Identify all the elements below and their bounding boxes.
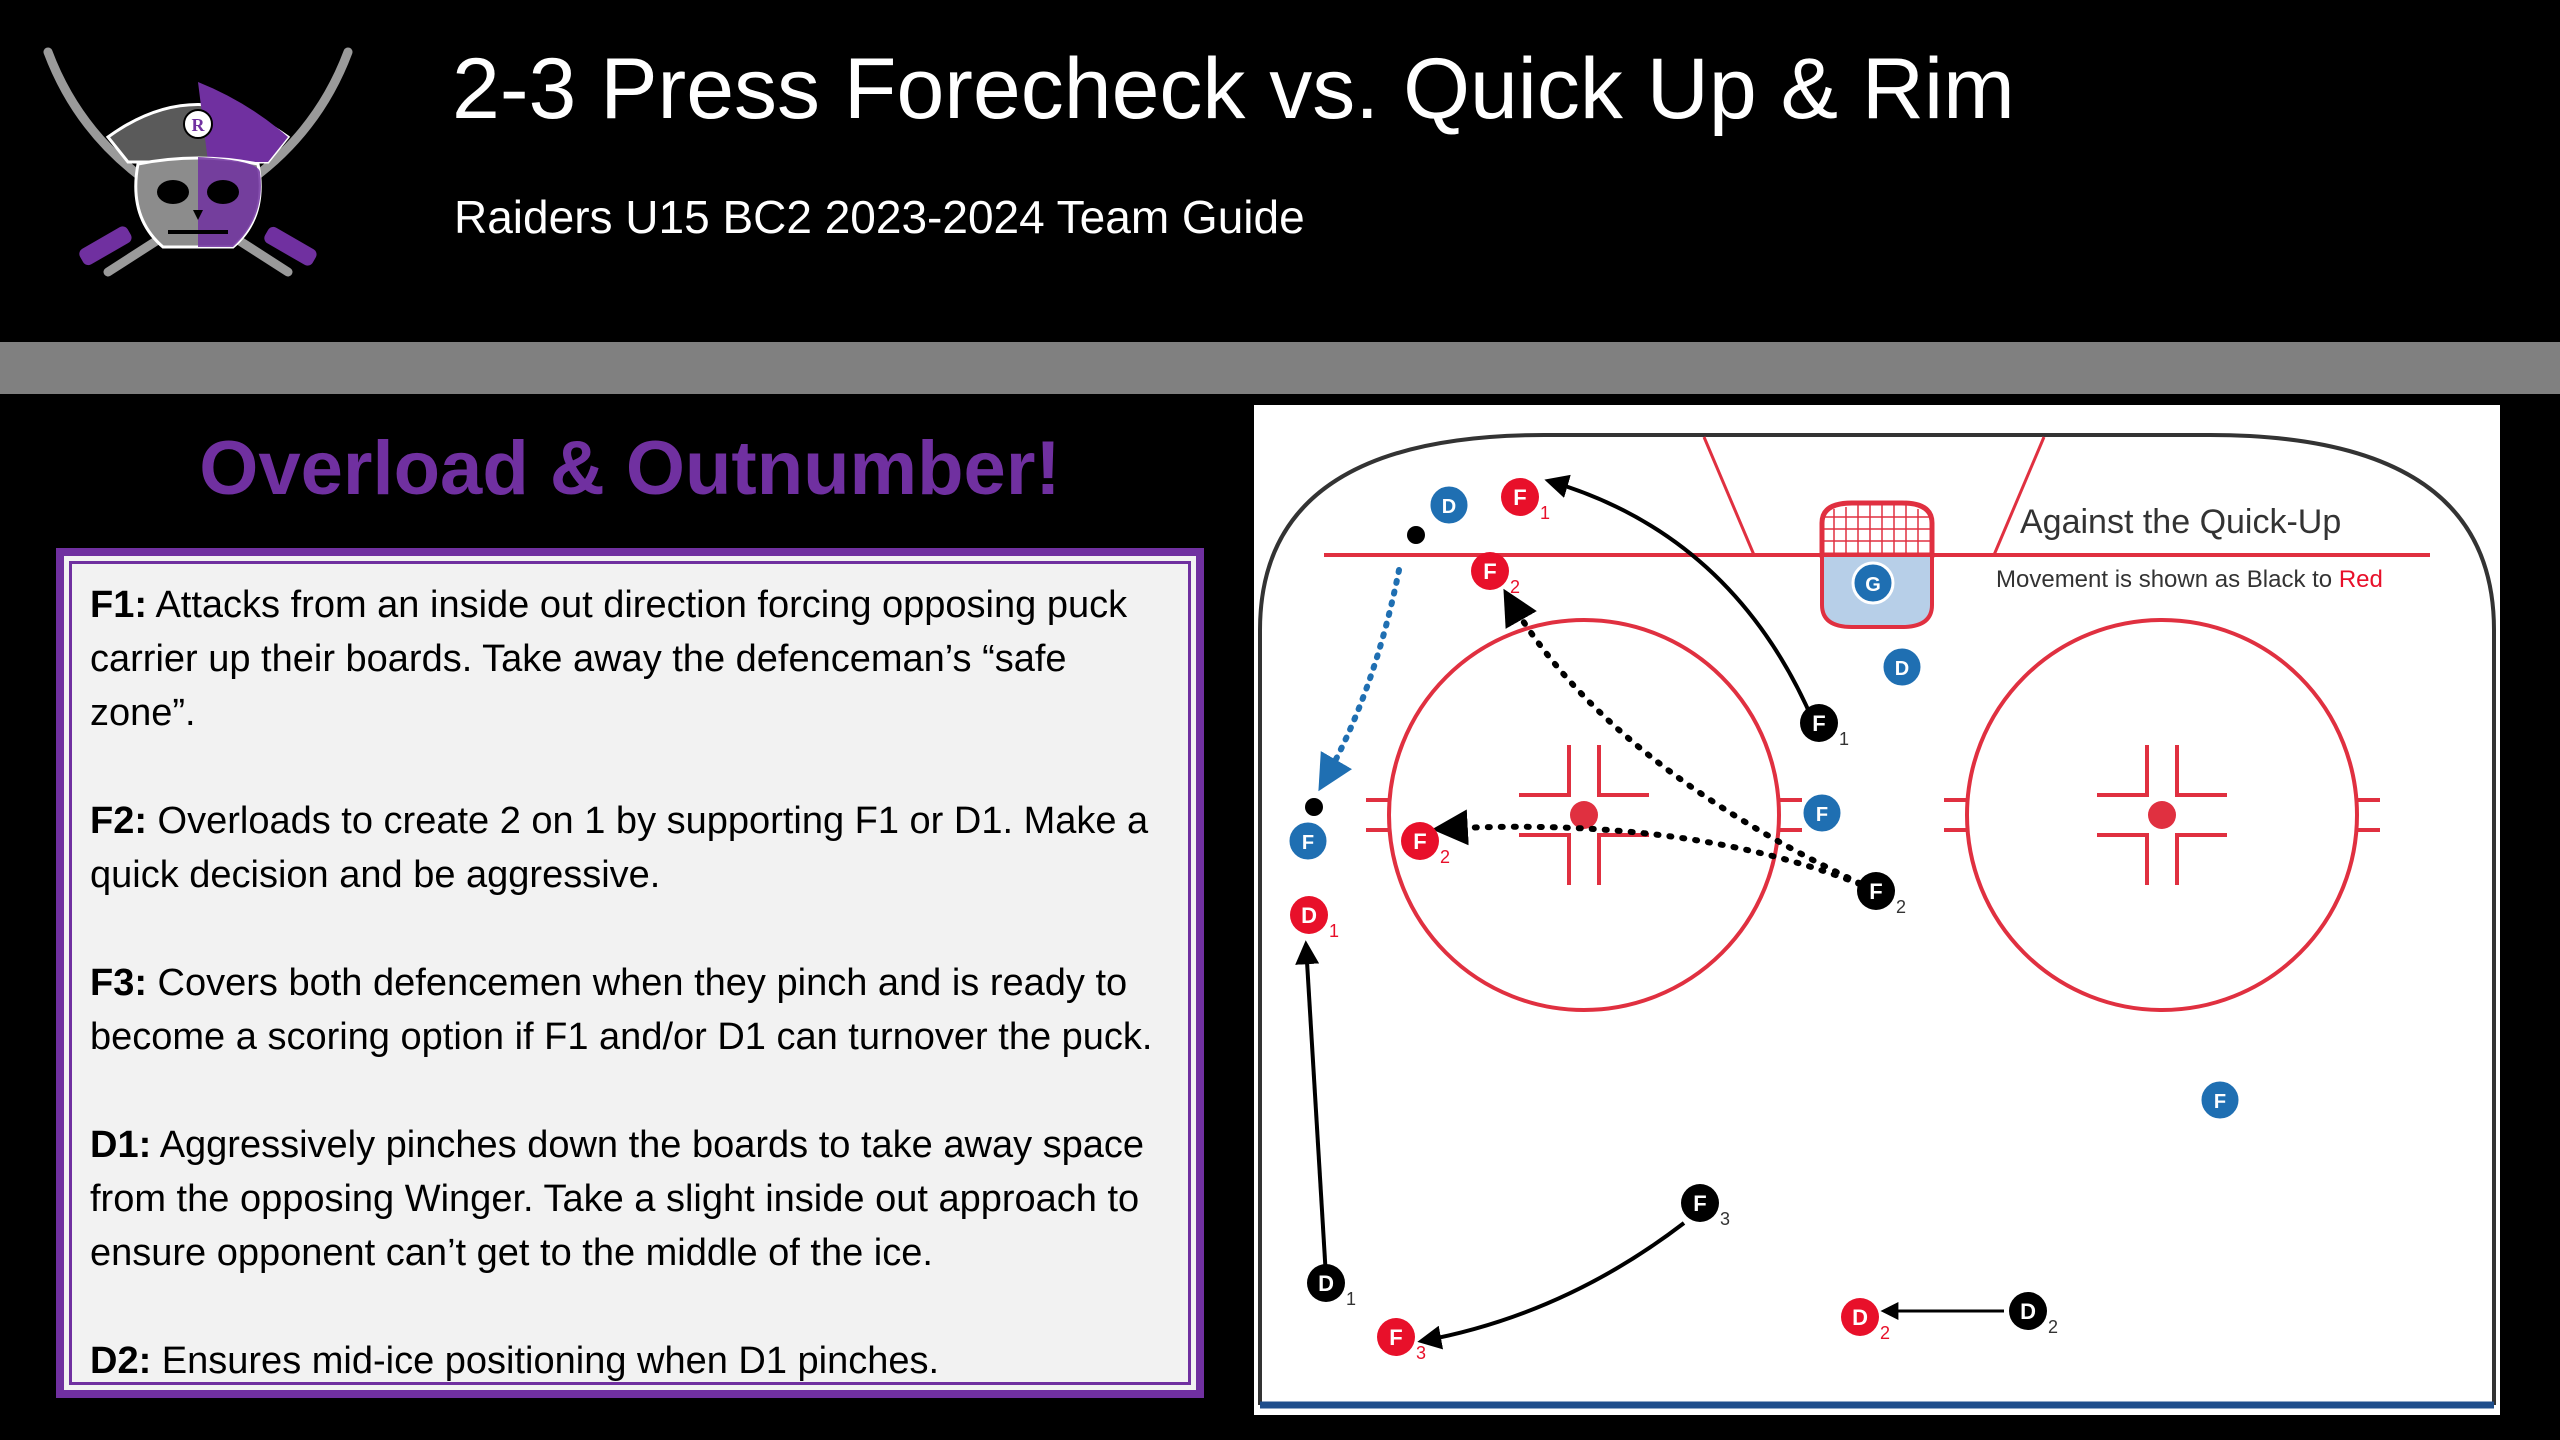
player-black-f2: F 2 bbox=[1857, 872, 1906, 917]
player-subscript: 2 bbox=[1440, 847, 1450, 867]
right-faceoff-circle bbox=[1944, 618, 2380, 1012]
player-letter: D bbox=[1852, 1305, 1868, 1330]
player-letter: F bbox=[1812, 711, 1825, 736]
player-letter: F bbox=[1389, 1325, 1402, 1350]
path-d1 bbox=[1295, 940, 1328, 1278]
player-letter: F bbox=[1816, 804, 1828, 826]
role-d2: D2: Ensures mid-ice positioning when D1 … bbox=[90, 1334, 1170, 1388]
role-key: F2: bbox=[90, 800, 147, 842]
role-key: D2: bbox=[90, 1340, 152, 1382]
legend-black: Black bbox=[2247, 566, 2307, 593]
player-subscript: 2 bbox=[1880, 1323, 1890, 1343]
player-red-f2-mid: F 2 bbox=[1401, 822, 1450, 867]
rink-diagram-label: Against the Quick-Up bbox=[2020, 503, 2341, 541]
role-key: F1: bbox=[90, 584, 147, 626]
page-title: 2-3 Press Forecheck vs. Quick Up & Rim bbox=[452, 41, 2015, 137]
player-subscript: 1 bbox=[1329, 921, 1339, 941]
rink-diagram: Against the Quick-Up Movement is shown a… bbox=[1258, 433, 2496, 1409]
player-blue-f-neutral: F bbox=[2198, 1078, 2242, 1122]
roles-text-content: F1: Attacks from an inside out direction… bbox=[69, 561, 1191, 1385]
raiders-logo-icon: R bbox=[43, 47, 353, 277]
player-subscript: 1 bbox=[1540, 503, 1550, 523]
role-f1: F1: Attacks from an inside out direction… bbox=[90, 578, 1170, 740]
path-f1 bbox=[1544, 474, 1816, 724]
role-text: Covers both defencemen when they pinch a… bbox=[90, 962, 1153, 1058]
role-text: Ensures mid-ice positioning when D1 pinc… bbox=[151, 1340, 940, 1382]
player-letter: F bbox=[2214, 1091, 2226, 1113]
logo-letter: R bbox=[192, 115, 206, 135]
player-subscript: 2 bbox=[2048, 1317, 2058, 1337]
player-black-d2: D 2 bbox=[2009, 1292, 2058, 1337]
player-letter: D bbox=[1442, 496, 1456, 518]
role-d1: D1: Aggressively pinches down the boards… bbox=[90, 1118, 1170, 1280]
player-letter: F bbox=[1869, 879, 1882, 904]
player-red-f1: F 1 bbox=[1501, 478, 1550, 523]
page-subtitle: Raiders U15 BC2 2023-2024 Team Guide bbox=[454, 191, 1305, 243]
legend-prefix: Movement is shown as bbox=[1996, 566, 2247, 593]
player-black-f3: F 3 bbox=[1681, 1184, 1730, 1229]
player-subscript: 2 bbox=[1896, 897, 1906, 917]
player-blue-f-wall: F bbox=[1286, 819, 1330, 863]
player-blue-goalie: G bbox=[1851, 561, 1895, 605]
player-subscript: 3 bbox=[1720, 1209, 1730, 1229]
section-heading: Overload & Outnumber! bbox=[199, 426, 1061, 511]
player-black-f1: F 1 bbox=[1800, 704, 1849, 749]
player-letter: G bbox=[1865, 574, 1881, 596]
role-key: D1: bbox=[90, 1124, 152, 1166]
player-subscript: 1 bbox=[1839, 729, 1849, 749]
player-red-d1: D 1 bbox=[1290, 896, 1339, 941]
player-letter: F bbox=[1302, 832, 1314, 854]
left-faceoff-circle bbox=[1366, 618, 1802, 1012]
role-text: Aggressively pinches down the boards to … bbox=[90, 1124, 1145, 1274]
player-subscript: 1 bbox=[1346, 1289, 1356, 1309]
goal-net bbox=[1819, 500, 1935, 558]
player-subscript: 2 bbox=[1510, 577, 1520, 597]
path-f2-to-top bbox=[1503, 588, 1875, 892]
player-red-f2-top: F 2 bbox=[1471, 552, 1520, 597]
rink-boards bbox=[1258, 433, 2496, 1405]
legend-red: Red bbox=[2339, 566, 2383, 593]
header-divider-band bbox=[0, 342, 2560, 394]
role-text: Overloads to create 2 on 1 by supporting… bbox=[90, 800, 1149, 896]
player-letter: F bbox=[1693, 1191, 1706, 1216]
player-letter: F bbox=[1483, 559, 1496, 584]
path-f3 bbox=[1417, 1221, 1686, 1350]
player-letter: D bbox=[1301, 903, 1317, 928]
role-f2: F2: Overloads to create 2 on 1 by suppor… bbox=[90, 794, 1170, 902]
path-puck-rim bbox=[1318, 567, 1402, 792]
player-blue-d-net: D bbox=[1880, 645, 1924, 689]
trapezoid-line-left bbox=[1702, 436, 1756, 556]
puck-end bbox=[1305, 798, 1323, 816]
player-blue-f-slot: F bbox=[1800, 791, 1844, 835]
trapezoid-line-right bbox=[1992, 436, 2046, 556]
roles-text-box: F1: Attacks from an inside out direction… bbox=[56, 548, 1204, 1398]
player-black-d1: D 1 bbox=[1307, 1264, 1356, 1309]
player-red-d2: D 2 bbox=[1841, 1298, 1890, 1343]
player-blue-d-corner: D bbox=[1427, 483, 1471, 527]
rink-diagram-panel: Against the Quick-Up Movement is shown a… bbox=[1254, 405, 2500, 1415]
rink-movement-legend: Movement is shown as Black to Red bbox=[1996, 566, 2383, 593]
legend-to: to bbox=[2305, 566, 2338, 593]
player-letter: D bbox=[1318, 1271, 1334, 1296]
puck-start bbox=[1407, 526, 1425, 544]
role-key: F3: bbox=[90, 962, 147, 1004]
path-f2-to-mid bbox=[1431, 809, 1875, 892]
player-letter: D bbox=[1895, 658, 1909, 680]
player-red-f3: F 3 bbox=[1377, 1318, 1426, 1363]
role-f3: F3: Covers both defencemen when they pin… bbox=[90, 956, 1170, 1064]
player-letter: F bbox=[1513, 485, 1526, 510]
role-text: Attacks from an inside out direction for… bbox=[90, 584, 1128, 734]
player-letter: F bbox=[1413, 829, 1426, 854]
player-subscript: 3 bbox=[1416, 1343, 1426, 1363]
player-letter: D bbox=[2020, 1299, 2036, 1324]
